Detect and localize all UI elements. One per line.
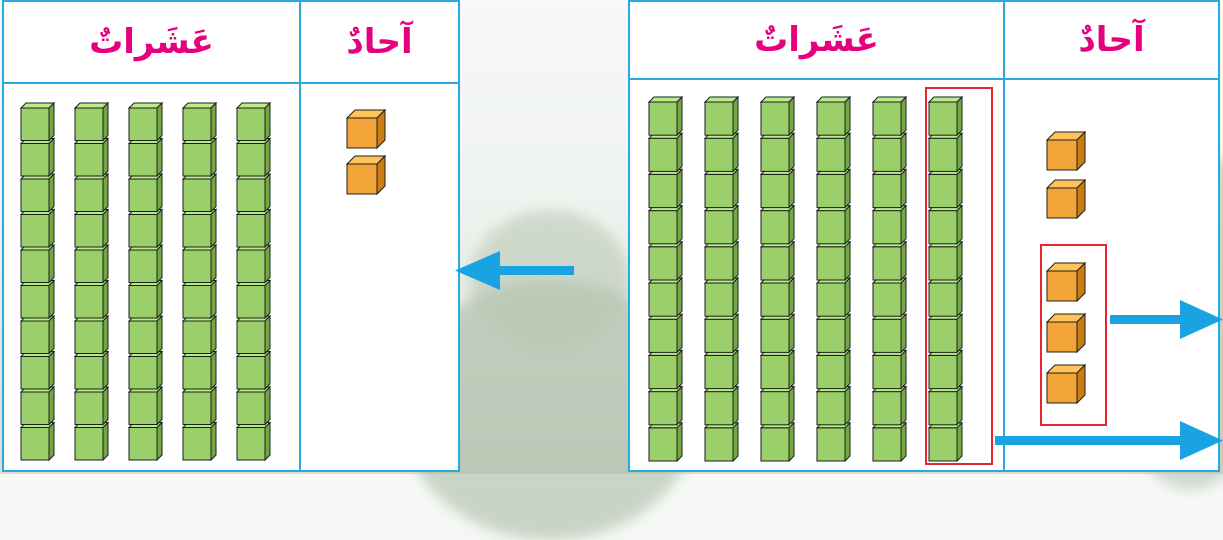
rod-unit-cube: [815, 168, 852, 209]
tens-rod: [19, 101, 56, 462]
header-divider: [4, 82, 458, 84]
rod-unit-cube: [927, 168, 964, 209]
arrow-head: [1180, 300, 1223, 339]
rod-unit-cube: [181, 137, 218, 178]
rod-unit-cube: [927, 95, 964, 137]
rod-unit-cube: [815, 95, 852, 137]
rod-unit-cube: [647, 95, 684, 137]
rod-unit-cube: [181, 101, 218, 142]
arrow-tens-out: [995, 421, 1223, 460]
rod-unit-cube: [871, 385, 908, 427]
ones-cube: [345, 108, 387, 150]
rod-unit-cube: [703, 95, 740, 137]
rod-unit-cube: [19, 314, 56, 355]
ones-cube: [345, 154, 387, 196]
column-divider: [1003, 2, 1005, 470]
rod-unit-cube: [647, 349, 684, 390]
rod-unit-cube: [815, 204, 852, 246]
rod-unit-cube: [19, 385, 56, 426]
tens-rod: [871, 95, 908, 463]
rod-unit-cube: [181, 243, 218, 284]
rod-unit-cube: [871, 312, 908, 354]
rod-unit-cube: [759, 240, 796, 282]
arrow-ones-out: [1110, 300, 1223, 339]
rod-unit-cube: [647, 385, 684, 427]
tens-rod: [815, 95, 852, 463]
rod-unit-cube: [759, 168, 796, 209]
rod-unit-cube: [127, 101, 164, 142]
column-divider: [299, 2, 301, 470]
base-ten-blocks: [19, 95, 1087, 463]
rod-unit-cube: [647, 168, 684, 209]
ones-cube: [1045, 178, 1087, 220]
rod-unit-cube: [19, 243, 56, 284]
arrow-left: [455, 251, 1223, 460]
rod-unit-cube: [703, 349, 740, 390]
grouped-ones-highlight: [1040, 244, 1107, 426]
ones-cube: [1045, 363, 1087, 405]
tens-rod: [181, 101, 218, 462]
ones-cube: [1045, 312, 1087, 354]
rod-unit-cube: [181, 385, 218, 426]
rod-unit-cube: [73, 385, 110, 426]
arrow-shaft: [995, 436, 1185, 445]
header-divider: [630, 78, 1218, 80]
rod-unit-cube: [181, 172, 218, 213]
rod-unit-cube: [19, 172, 56, 213]
rod-unit-cube: [235, 101, 272, 142]
tens-rod: [235, 101, 272, 462]
rod-unit-cube: [815, 312, 852, 354]
rod-unit-cube: [927, 312, 964, 354]
rod-unit-cube: [19, 101, 56, 142]
tens-header: عَشَراتٌ: [754, 20, 879, 60]
rod-unit-cube: [703, 204, 740, 246]
rod-unit-cube: [73, 101, 110, 142]
rod-unit-cube: [703, 276, 740, 318]
rod-unit-cube: [871, 95, 908, 137]
rod-unit-cube: [815, 131, 852, 173]
arrow-head: [1180, 421, 1223, 460]
rod-unit-cube: [127, 421, 164, 462]
rod-unit-cube: [181, 314, 218, 355]
ones-header: آحادٌ: [346, 22, 413, 62]
arrow-head: [455, 251, 500, 290]
rod-unit-cube: [871, 204, 908, 246]
rod-unit-cube: [759, 349, 796, 390]
tens-rod: [759, 95, 796, 463]
tens-rod: [927, 95, 964, 463]
rod-unit-cube: [19, 350, 56, 391]
tens-rod: [703, 95, 740, 463]
rod-unit-cube: [73, 208, 110, 249]
arrow-shaft: [1110, 315, 1190, 324]
rod-unit-cube: [759, 95, 796, 137]
ones-cube: [1045, 261, 1087, 303]
rod-unit-cube: [181, 421, 218, 462]
rod-unit-cube: [127, 279, 164, 320]
rod-unit-cube: [759, 204, 796, 246]
tens-rod: [647, 95, 684, 463]
rod-unit-cube: [647, 312, 684, 354]
rod-unit-cube: [647, 204, 684, 246]
rod-unit-cube: [759, 312, 796, 354]
rod-unit-cube: [73, 421, 110, 462]
tens-rod: [127, 101, 164, 462]
rod-unit-cube: [73, 243, 110, 284]
grouped-tens-rod-highlight: [925, 87, 993, 465]
rod-unit-cube: [927, 240, 964, 282]
rod-unit-cube: [871, 131, 908, 173]
rod-unit-cube: [871, 421, 908, 463]
arrow-to-ones-left: [455, 251, 574, 290]
rod-unit-cube: [181, 350, 218, 391]
rod-unit-cube: [927, 131, 964, 173]
rod-unit-cube: [703, 312, 740, 354]
ones-header: آحادٌ: [1078, 20, 1145, 60]
tens-header: عَشَراتٌ: [89, 22, 214, 62]
rod-unit-cube: [235, 314, 272, 355]
arrow-shaft: [490, 266, 574, 275]
rod-unit-cube: [235, 137, 272, 178]
tens-rod: [73, 101, 110, 462]
rod-unit-cube: [73, 137, 110, 178]
ones-cube: [1045, 130, 1087, 172]
rod-unit-cube: [927, 276, 964, 318]
